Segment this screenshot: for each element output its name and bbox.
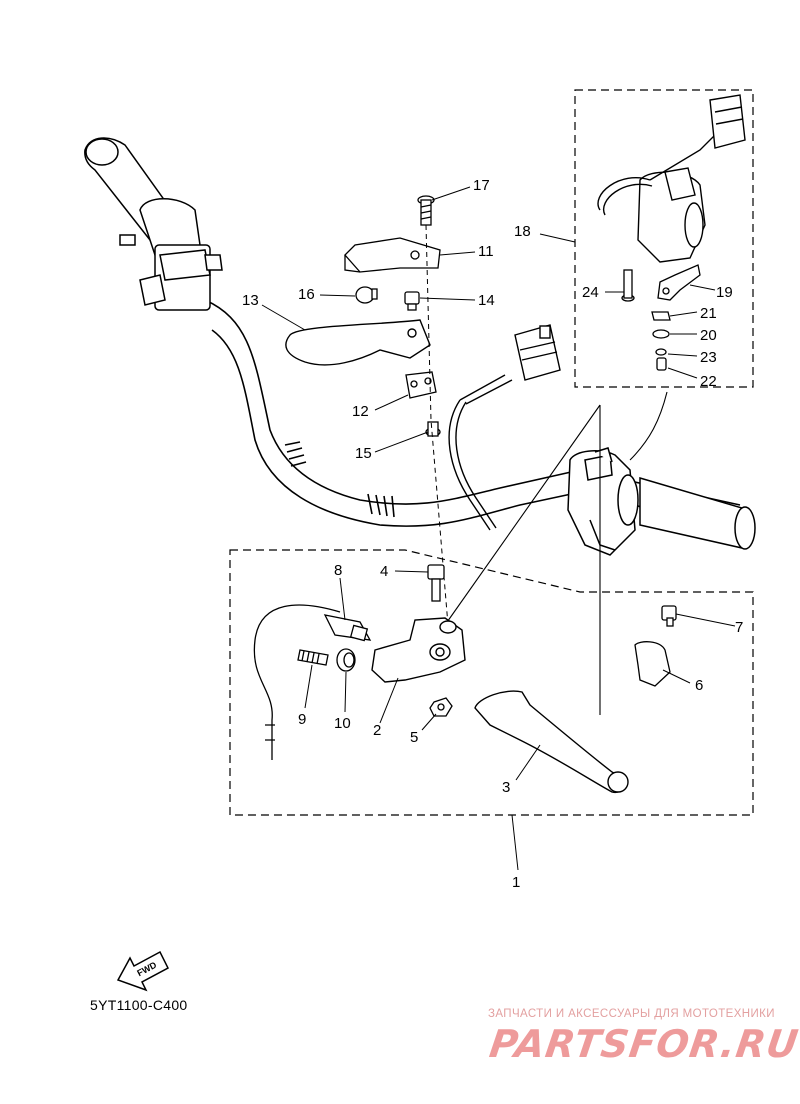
inset-box-18 [574, 89, 754, 388]
part-7-bolt [661, 605, 677, 627]
clutch-switch-cable [253, 604, 341, 760]
callout-17: 17 [473, 177, 490, 194]
part-24-screw [621, 269, 635, 302]
callout-6: 6 [695, 677, 703, 694]
part-10-nut [336, 648, 356, 672]
callout-21: 21 [700, 305, 717, 322]
assembly-axis [425, 224, 449, 626]
part-13-lever [285, 319, 431, 366]
part-14-nut [404, 291, 420, 311]
callout-14: 14 [478, 292, 495, 309]
callout-3: 3 [502, 779, 510, 796]
part-2-lever-holder [371, 617, 466, 683]
callout-24: 24 [582, 284, 599, 301]
part-6-clamp [634, 641, 671, 687]
part-15-bolt [425, 421, 441, 437]
part-16-knob [355, 286, 378, 304]
drawing-code: 5YT1100-C400 [90, 997, 188, 1013]
callout-18: 18 [514, 223, 531, 240]
callout-22: 22 [700, 373, 717, 390]
callout-20: 20 [700, 327, 717, 344]
callout-11: 11 [478, 243, 494, 260]
right-switch-housing [567, 447, 639, 556]
callout-13: 13 [242, 292, 259, 309]
part-9-screw [297, 649, 329, 666]
callout-15: 15 [355, 445, 372, 462]
parts-20-23-hardware [651, 311, 671, 371]
callout-2: 2 [373, 722, 381, 739]
callout-19: 19 [716, 284, 733, 301]
cable [448, 374, 513, 531]
fwd-arrow: FWD [116, 950, 169, 992]
callout-10: 10 [334, 715, 351, 732]
part-17-screw [417, 195, 435, 226]
part-4-bolt [427, 564, 445, 602]
switch-assembly [597, 94, 746, 263]
callout-4: 4 [380, 563, 388, 580]
right-grip [639, 476, 756, 550]
callout-12: 12 [352, 403, 369, 420]
callout-5: 5 [410, 729, 418, 746]
callout-numbers: 17 11 16 14 13 12 15 18 24 19 21 20 23 2… [242, 177, 743, 891]
part-8-switch [323, 614, 372, 642]
watermark-logo: PARTSFOR.RU [486, 1022, 800, 1066]
callout-8: 8 [334, 562, 342, 579]
callout-9: 9 [298, 711, 306, 728]
callout-7: 7 [735, 619, 743, 636]
watermark-tagline: ЗАПЧАСТИ И АКСЕССУАРЫ ДЛЯ МОТОТЕХНИКИ [488, 1008, 775, 1020]
leader-lines [261, 186, 736, 871]
part-19-clamp [657, 264, 701, 301]
callout-16: 16 [298, 286, 315, 303]
wire-connector [514, 324, 561, 381]
callout-1: 1 [512, 874, 520, 891]
inset-leader-lines [444, 391, 668, 715]
part-5-nut [429, 697, 453, 717]
part-11-bracket [344, 237, 441, 273]
master-cylinder [119, 198, 223, 311]
callout-23: 23 [700, 349, 717, 366]
lower-dashed-box [229, 549, 754, 816]
part-12-plate [405, 371, 437, 399]
part-3-lever [474, 690, 629, 794]
